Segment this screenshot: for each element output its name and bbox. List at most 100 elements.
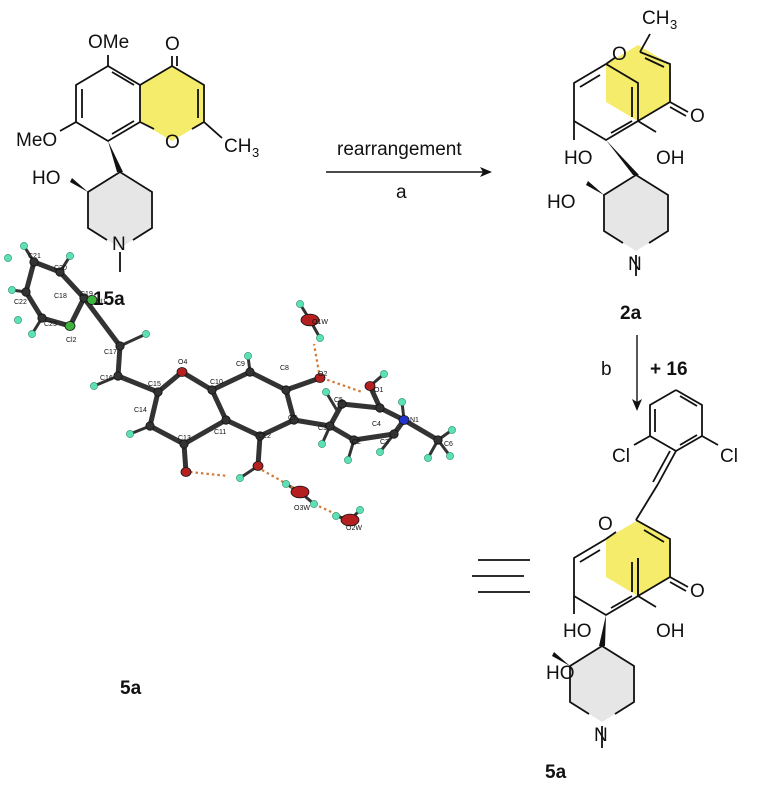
c15a-methyl-sub: 3	[252, 145, 259, 160]
crystal-atom-o	[290, 485, 310, 499]
crystal-atom-c	[389, 429, 399, 439]
c15a-ome-left: MeO	[16, 130, 57, 151]
crystal-atom-label: C4	[372, 421, 381, 428]
crystal-atom-c	[37, 313, 47, 323]
crystal-atom-label: C3	[380, 439, 389, 446]
crystal-atom-h	[28, 330, 36, 338]
crystal-atom-c	[375, 403, 385, 413]
c2a-ho: HO	[547, 192, 576, 213]
crystal-atom-o	[340, 513, 360, 527]
crystal-atom-label: C21	[28, 253, 41, 260]
c15a-ring-o: O	[165, 132, 180, 153]
crystal-atom-label: N1	[410, 417, 419, 424]
crystal-atom-label: O1W	[312, 319, 328, 326]
crystal-atom-h	[90, 382, 98, 390]
crystal-atom-h	[380, 370, 388, 378]
reaction-arrow-a: rearrangement a	[326, 139, 492, 203]
crystal-atom-label: C9	[236, 361, 245, 368]
crystal-atom-label: O2W	[346, 525, 362, 532]
crystal-atom-c	[255, 431, 265, 441]
crystal-atom-h	[244, 352, 252, 360]
crystal-atom-c	[113, 371, 123, 381]
c5a-ho-left: HO	[563, 621, 592, 642]
compound-5a: Cl Cl O O HO OH HO N 5a	[545, 389, 738, 783]
crystal-bonds	[23, 259, 441, 475]
crystal-atom-label: C12	[258, 433, 271, 440]
crystal-atom-label: C11	[214, 429, 226, 436]
reaction-arrow-b: b + 16	[601, 335, 688, 411]
crystal-atom-h	[318, 440, 326, 448]
crystal-atom-label: O4	[178, 359, 187, 366]
crystal-atom-label: C15	[148, 381, 161, 388]
crystal-atom-h	[282, 480, 290, 488]
piperidine-highlight	[570, 646, 634, 722]
crystal-atom-cl	[86, 295, 98, 305]
step-b-label: b	[601, 359, 612, 380]
c2a-carbonyl-o: O	[690, 106, 705, 127]
pyranone-highlight	[140, 66, 204, 141]
crystal-atom-label: C17	[104, 349, 117, 356]
c2a-methyl: CH	[642, 8, 669, 29]
piperidine-highlight	[88, 172, 152, 248]
crystal-atom-label: O3W	[294, 505, 310, 512]
crystal-atom-label: C16	[100, 375, 113, 382]
crystal-atom-h	[344, 456, 352, 464]
crystal-atom-h	[310, 500, 318, 508]
crystal-atom-c	[221, 415, 231, 425]
crystal-atom-h	[14, 316, 22, 324]
c2a-ho-left: HO	[564, 148, 593, 169]
crystal-atom-o	[252, 461, 264, 471]
crystal-atom-n	[398, 415, 410, 425]
crystal-atom-label: Cl1	[96, 299, 107, 306]
crystal-atom-c	[245, 367, 255, 377]
crystal-atom-label: Cl2	[66, 337, 77, 344]
crystal-atom-o	[364, 381, 376, 391]
crystal-atom-h	[446, 452, 454, 460]
crystal-atom-label: C8	[280, 365, 289, 372]
crystal-atom-h	[322, 388, 330, 396]
crystal-atom-h	[316, 334, 324, 342]
crystal-atom-o	[314, 373, 326, 383]
crystal-atom-h	[448, 426, 456, 434]
c5a-ho: HO	[546, 663, 575, 684]
equivalence-symbol	[472, 559, 530, 593]
crystal-atoms	[4, 242, 456, 527]
step-b-reagent: + 16	[650, 359, 688, 380]
crystal-atom-c	[207, 385, 217, 395]
crystal-atom-label: O2	[318, 371, 327, 378]
crystal-atom-label: C23	[44, 321, 57, 328]
crystal-atom-c	[337, 399, 347, 409]
c5a-cl-right: Cl	[720, 446, 738, 467]
crystal-atom-c	[145, 421, 155, 431]
crystal-atom-h	[356, 506, 364, 514]
crystal-atom-label: C18	[54, 293, 67, 300]
crystal-atom-h	[8, 286, 16, 294]
crystal-atom-h	[4, 254, 12, 262]
crystal-atom-c	[281, 385, 291, 395]
crystal-atom-c	[115, 341, 125, 351]
crystal-atom-c	[179, 439, 189, 449]
c15a-n: N	[112, 234, 126, 255]
crystal-atom-label: C19	[80, 291, 93, 298]
crystal-atom-label: C5	[334, 397, 343, 404]
c5a-n: N	[594, 725, 608, 746]
crystal-atom-c	[55, 267, 65, 277]
crystal-atom-h	[66, 252, 74, 260]
compound-2a: CH 3 O O HO OH HO N 2a	[547, 8, 705, 324]
crystal-atom-label: C1	[318, 425, 327, 432]
crystal-atom-h	[296, 300, 304, 308]
crystal-atom-c	[349, 435, 359, 445]
crystal-atom-h	[398, 398, 406, 406]
c2a-ring-o: O	[612, 44, 627, 65]
c5a-cl-left: Cl	[612, 446, 630, 467]
crystal-atom-h	[332, 512, 340, 520]
crystal-atom-o	[176, 367, 188, 377]
crystal-atom-c	[289, 415, 299, 425]
crystal-atom-label: C20	[54, 265, 67, 272]
crystal-atom-h	[20, 242, 28, 250]
c2a-methyl-sub: 3	[670, 17, 677, 32]
c15a-methyl: CH	[224, 136, 251, 157]
